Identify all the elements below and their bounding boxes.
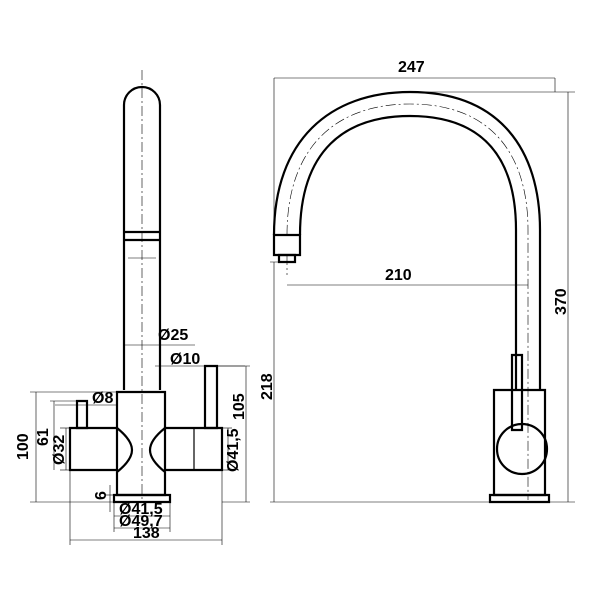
dim-width-247: 247 — [398, 59, 425, 76]
dim-small-lever-diameter: Ø8 — [92, 390, 113, 407]
dim-height-370: 370 — [553, 288, 570, 315]
mixer-body — [115, 390, 167, 497]
dim-height-100: 100 — [15, 433, 32, 460]
spout-centerline — [286, 103, 529, 500]
nozzle-tip — [277, 253, 297, 264]
dim-right-body-diameter: Ø41,5 — [225, 428, 242, 472]
dim-stem-diameter: Ø25 — [158, 327, 188, 344]
dim-height-61: 61 — [35, 428, 52, 446]
front-lever — [510, 353, 524, 432]
dim-body-diameter: Ø32 — [51, 435, 68, 465]
spout-stem — [122, 85, 162, 390]
dim-outlet-height-218: 218 — [259, 373, 276, 400]
front-body — [492, 388, 547, 497]
dim-base-thickness: 6 — [93, 491, 110, 500]
dim-height-105: 105 — [231, 393, 248, 420]
front-view: 247 370 210 218 — [259, 59, 575, 504]
dim-reach-210: 210 — [385, 267, 412, 284]
front-cartridge — [495, 422, 549, 476]
dim-lever-diameter: Ø10 — [170, 351, 200, 368]
spray-head-band — [124, 230, 160, 242]
dim-base-diameter-outer: Ø49,7 — [119, 513, 163, 530]
left-lever — [75, 399, 89, 430]
dim-total-width: 138 — [133, 525, 160, 542]
dim-base-diameter-inner: Ø41,5 — [119, 501, 163, 518]
spout-inner — [298, 114, 518, 390]
right-lever — [203, 364, 219, 430]
left-cartridge — [68, 426, 119, 472]
nozzle — [272, 233, 302, 257]
front-base — [488, 493, 551, 504]
spout-outer — [272, 90, 542, 390]
side-view: Ø25 Ø10 Ø8 105 Ø41,5 100 61 Ø32 — [15, 70, 250, 545]
